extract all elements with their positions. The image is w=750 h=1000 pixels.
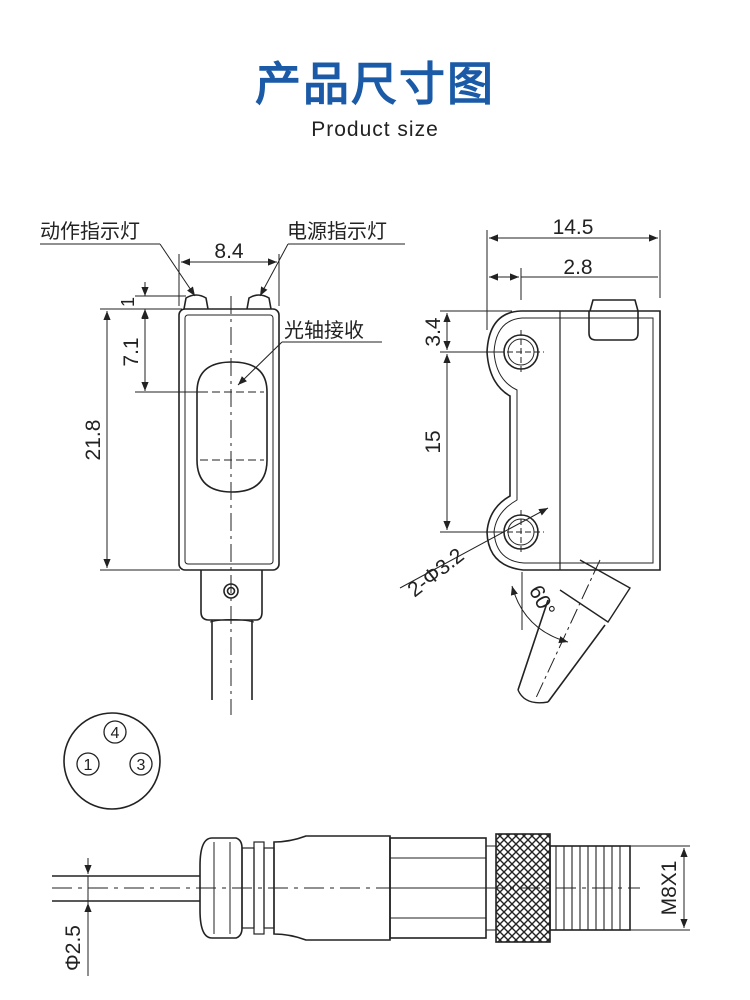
dim-thread: M8X1 <box>658 861 681 916</box>
action-led-bump <box>183 294 209 310</box>
dim-angle: 60° <box>524 582 559 621</box>
dim-axis: 7.1 <box>120 337 143 366</box>
connector-view <box>52 833 690 976</box>
pin-4: 4 <box>111 725 120 742</box>
optical-axis-label: 光轴接收 <box>284 318 364 342</box>
dim-offset: 2.8 <box>563 256 592 279</box>
dim-cable: Φ2.5 <box>62 925 85 971</box>
dim-hole-top: 3.4 <box>422 317 445 347</box>
dim-holes: 2-Φ3.2 <box>403 544 468 602</box>
pinout-diagram <box>63 712 161 810</box>
front-view <box>40 243 405 715</box>
page-title: 产品尺寸图 <box>255 57 495 111</box>
power-led-bump <box>246 294 272 310</box>
dim-width: 8.4 <box>214 240 244 263</box>
pinout-outline <box>63 712 161 810</box>
optical-window <box>196 361 268 493</box>
side-body <box>486 310 661 571</box>
dim-height: 21.8 <box>82 420 105 461</box>
pin-3: 3 <box>137 757 146 774</box>
dim-top: 1 <box>118 297 138 307</box>
sensor-body <box>178 308 280 571</box>
page-subtitle: Product size <box>311 118 439 141</box>
action-led-label: 动作指示灯 <box>40 219 140 243</box>
side-led-bump <box>588 311 639 341</box>
dim-depth: 14.5 <box>553 216 594 239</box>
power-led-label: 电源指示灯 <box>287 219 387 243</box>
pin-1: 1 <box>84 757 93 774</box>
side-view <box>399 230 661 704</box>
dim-hole-pitch: 15 <box>422 430 445 453</box>
